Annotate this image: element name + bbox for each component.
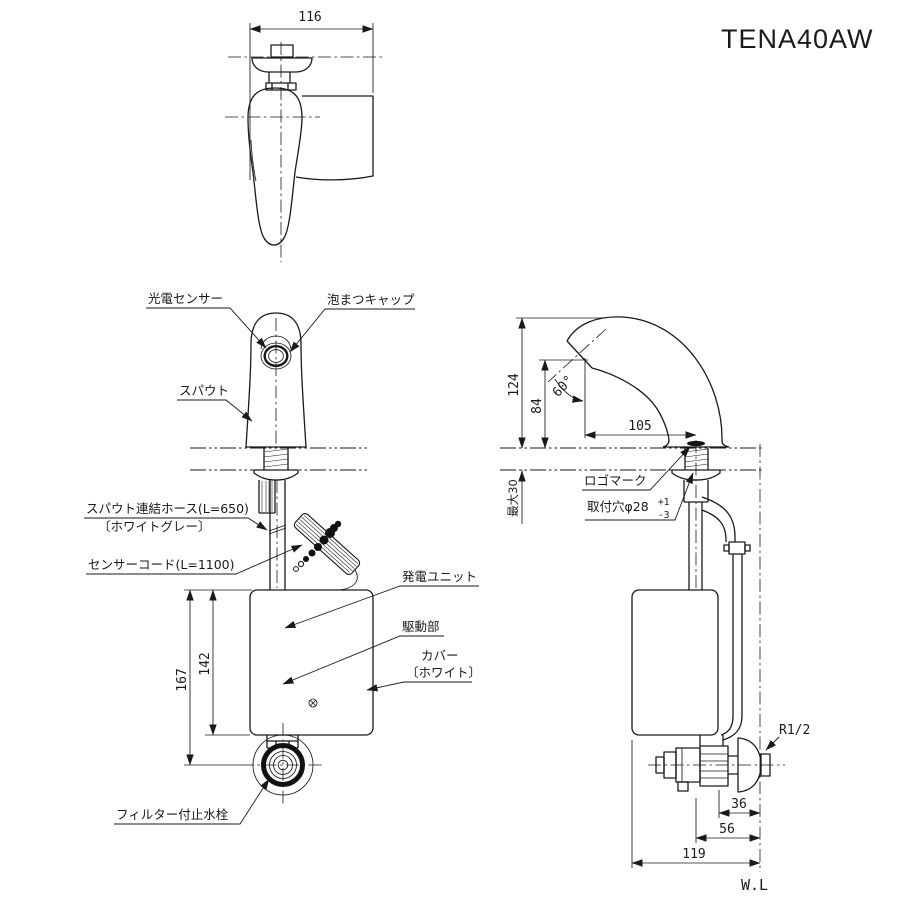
- side-view: 60° 124 84 105 最大30: [500, 316, 810, 894]
- hose-fitting: [723, 541, 751, 555]
- side-outlet-face: [566, 340, 593, 369]
- front-labels: 光電センサー 泡まつキャップ スパウト スパウト連結ホース(L=650) 〔ホワ…: [84, 291, 481, 825]
- side-height-dimensions: 124 84: [507, 317, 604, 449]
- label-drive-unit: 駆動部: [402, 619, 440, 634]
- angle-arc: [554, 378, 584, 403]
- plan-spout-edge-line: [250, 139, 257, 182]
- front-mounting-nut: [253, 469, 299, 481]
- side-labels: ロゴマーク 取付穴φ28 +1 -3: [582, 446, 694, 521]
- dim-167: 167: [175, 668, 190, 691]
- plan-cap-screw: [270, 44, 294, 58]
- label-sensor-cord: センサーコード(L=1100): [88, 557, 235, 572]
- label-hose: スパウト連結ホース(L=650): [86, 501, 249, 516]
- sensor-cord-wrap: [293, 512, 361, 576]
- label-thread: R1/2: [779, 723, 810, 738]
- plan-base-body: [295, 95, 374, 181]
- model-number-title: TENA40AW: [721, 24, 874, 54]
- dim-119: 119: [682, 847, 705, 862]
- dim-116: 116: [298, 10, 321, 25]
- sensor-window: [268, 349, 284, 363]
- dim-105: 105: [628, 419, 651, 434]
- side-bottom-dimensions: 36 56 119 W.L: [631, 740, 768, 894]
- aerator-mid-ring: [263, 345, 289, 368]
- top-view: 116: [225, 10, 385, 262]
- label-mounting-hole: 取付穴φ28: [587, 499, 649, 514]
- box-screw: [308, 698, 318, 708]
- dim-124: 124: [507, 373, 522, 397]
- max-thickness-dimension: 最大30: [506, 470, 526, 524]
- side-shank-threads: [684, 448, 709, 468]
- plan-cap: [251, 57, 313, 73]
- dim-36: 36: [731, 797, 747, 812]
- side-generator-box: [631, 589, 719, 736]
- dim-142: 142: [198, 652, 213, 675]
- plan-nut: [265, 82, 297, 91]
- plan-spout-body: [247, 87, 303, 246]
- dim-56: 56: [719, 822, 735, 837]
- wall-hose-curve-inner: [701, 509, 727, 542]
- face-plane-extension: [547, 328, 607, 383]
- label-hose-color: 〔ホワイトグレー〕: [98, 519, 211, 534]
- front-faucet-body: [245, 312, 307, 448]
- front-stop-valve: [241, 723, 325, 807]
- label-photo-sensor: 光電センサー: [148, 291, 223, 306]
- front-left-tube: [258, 480, 276, 514]
- dim-84: 84: [530, 398, 545, 414]
- label-foam-cap: 泡まつキャップ: [327, 292, 415, 307]
- front-left-tube-threads: [261, 481, 273, 512]
- side-spout-inner: [591, 367, 670, 448]
- hose-break-mark: [268, 524, 287, 535]
- front-dimensions: 142 167: [175, 589, 252, 766]
- wall-hose-curve-outer: [701, 496, 736, 542]
- generator-box: [249, 589, 374, 736]
- aerator-outer-ring: [260, 342, 292, 370]
- plan-stem: [268, 72, 291, 83]
- label-cover-color: 〔ホワイト〕: [406, 665, 481, 680]
- front-hose: [269, 480, 286, 590]
- sensor-cord-beads: [293, 520, 342, 572]
- label-spout: スパウト: [179, 383, 229, 398]
- front-shank-threads: [263, 448, 289, 468]
- label-generator-unit: 発電ユニット: [402, 569, 477, 584]
- side-spout-outer: [566, 316, 730, 448]
- front-view: 142 167 光電センサー 泡まつキャップ スパウト スパウト連結ホース(L=…: [84, 291, 481, 825]
- side-stop-valve: [648, 735, 785, 793]
- label-wall-line: W.L: [741, 876, 768, 894]
- label-tolerance-minus: -3: [658, 510, 669, 521]
- label-filter-stop-valve: フィルター付止水栓: [116, 807, 229, 822]
- label-logo-mark: ロゴマーク: [584, 473, 647, 488]
- label-tolerance-plus: +1: [658, 497, 670, 508]
- side-pipe: [688, 502, 703, 590]
- wall-hose-down: [720, 554, 743, 741]
- dim-max30: 最大30: [506, 479, 520, 517]
- label-cover: カバー: [421, 648, 459, 663]
- thread-leader: [765, 736, 780, 751]
